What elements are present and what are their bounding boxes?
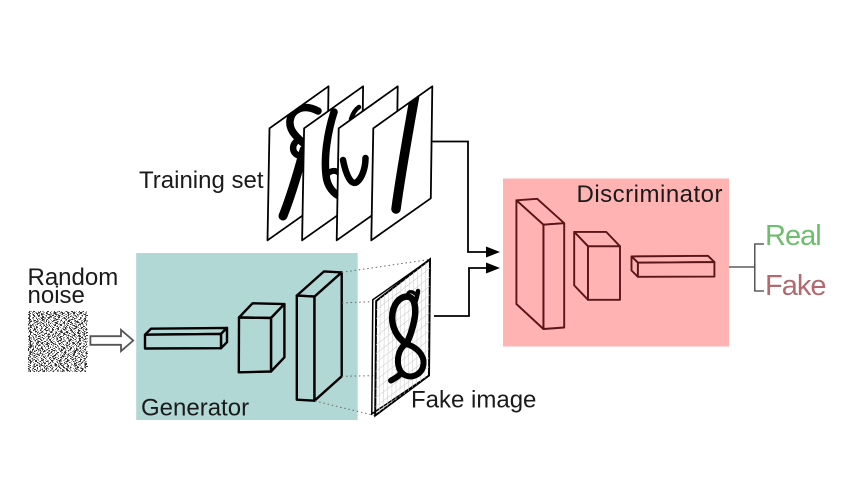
svg-text:noise: noise xyxy=(28,282,85,309)
svg-text:Generator: Generator xyxy=(141,395,249,422)
svg-text:Real: Real xyxy=(765,220,821,252)
svg-text:Training set: Training set xyxy=(139,167,264,194)
svg-text:Random: Random xyxy=(28,264,119,291)
svg-text:Fake: Fake xyxy=(765,270,825,302)
svg-text:Discriminator: Discriminator xyxy=(577,181,724,208)
svg-text:Fake image: Fake image xyxy=(411,387,536,414)
